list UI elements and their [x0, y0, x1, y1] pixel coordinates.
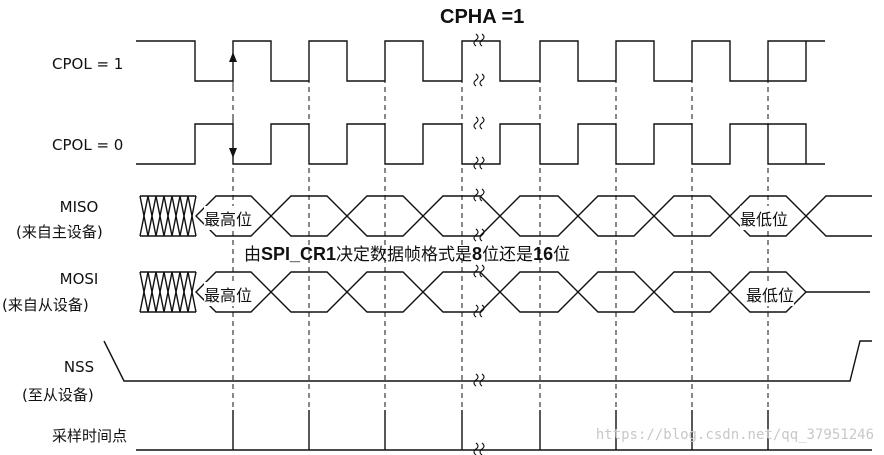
frame-format-note: 由SPI_CR1决定数据帧格式是8位还是16位	[244, 244, 571, 265]
waveforms	[103, 40, 872, 451]
miso-tail-bottom	[805, 215, 872, 237]
break-mark-6	[473, 228, 485, 242]
miso-hatch-b	[187, 195, 197, 237]
cpol0-label: CPOL = 0	[52, 136, 124, 154]
miso-lsb-label: 最低位	[740, 206, 789, 230]
break-marks	[473, 33, 485, 455]
miso-msb-label: 最高位	[204, 206, 253, 230]
miso-tail-top	[805, 195, 872, 217]
nss-sub-label: (至从设备)	[22, 386, 94, 404]
mosi-hatch-b	[147, 271, 157, 313]
break-mark-4	[473, 156, 485, 170]
mosi-hatch-b	[139, 271, 149, 313]
break-mark-9	[473, 373, 485, 387]
break-mark-1	[473, 33, 485, 47]
sample-time-label: 采样时间点	[52, 427, 128, 445]
mosi-hatch-b	[155, 271, 165, 313]
break-mark-7	[473, 264, 485, 278]
sample-gridlines	[232, 42, 769, 412]
cpol1-label: CPOL = 1	[52, 55, 124, 73]
nss-label: NSS	[63, 358, 95, 376]
miso-sub-label: (来自主设备)	[16, 223, 103, 241]
break-mark-2	[473, 73, 485, 87]
mosi-bit-5	[499, 271, 579, 313]
mosi-sub-label: (来自从设备)	[2, 296, 89, 314]
mosi-label: MOSI	[59, 270, 99, 288]
miso-hatch-b	[171, 195, 181, 237]
miso-hatch-b	[147, 195, 157, 237]
mosi-lsb-label: 最低位	[746, 282, 795, 306]
break-mark-5	[473, 188, 485, 202]
miso-hatch-b	[139, 195, 149, 237]
break-mark-10	[473, 442, 485, 455]
edge-arrows	[229, 52, 237, 158]
mosi-hatch-b	[179, 271, 189, 313]
cpol1-clock-wave	[136, 40, 825, 82]
miso-bit-5	[499, 195, 579, 237]
nss-wave	[103, 340, 872, 382]
cpol0-clock-wave	[136, 123, 825, 165]
cpol1-up-arrow-icon	[229, 52, 237, 62]
break-mark-8	[473, 304, 485, 318]
miso-hatch-b	[179, 195, 189, 237]
mosi-hatch-b	[187, 271, 197, 313]
mosi-msb-label: 最高位	[204, 282, 253, 306]
break-mark-3	[473, 116, 485, 130]
miso-label: MISO	[59, 198, 99, 216]
mosi-hatch-b	[163, 271, 173, 313]
watermark: https://blog.csdn.net/qq_37951246	[595, 427, 874, 443]
miso-hatch-b	[163, 195, 173, 237]
diagram-title: CPHA =1	[440, 6, 525, 28]
miso-hatch-b	[155, 195, 165, 237]
cpol0-down-arrow-icon	[229, 148, 237, 158]
mosi-hatch-b	[171, 271, 181, 313]
